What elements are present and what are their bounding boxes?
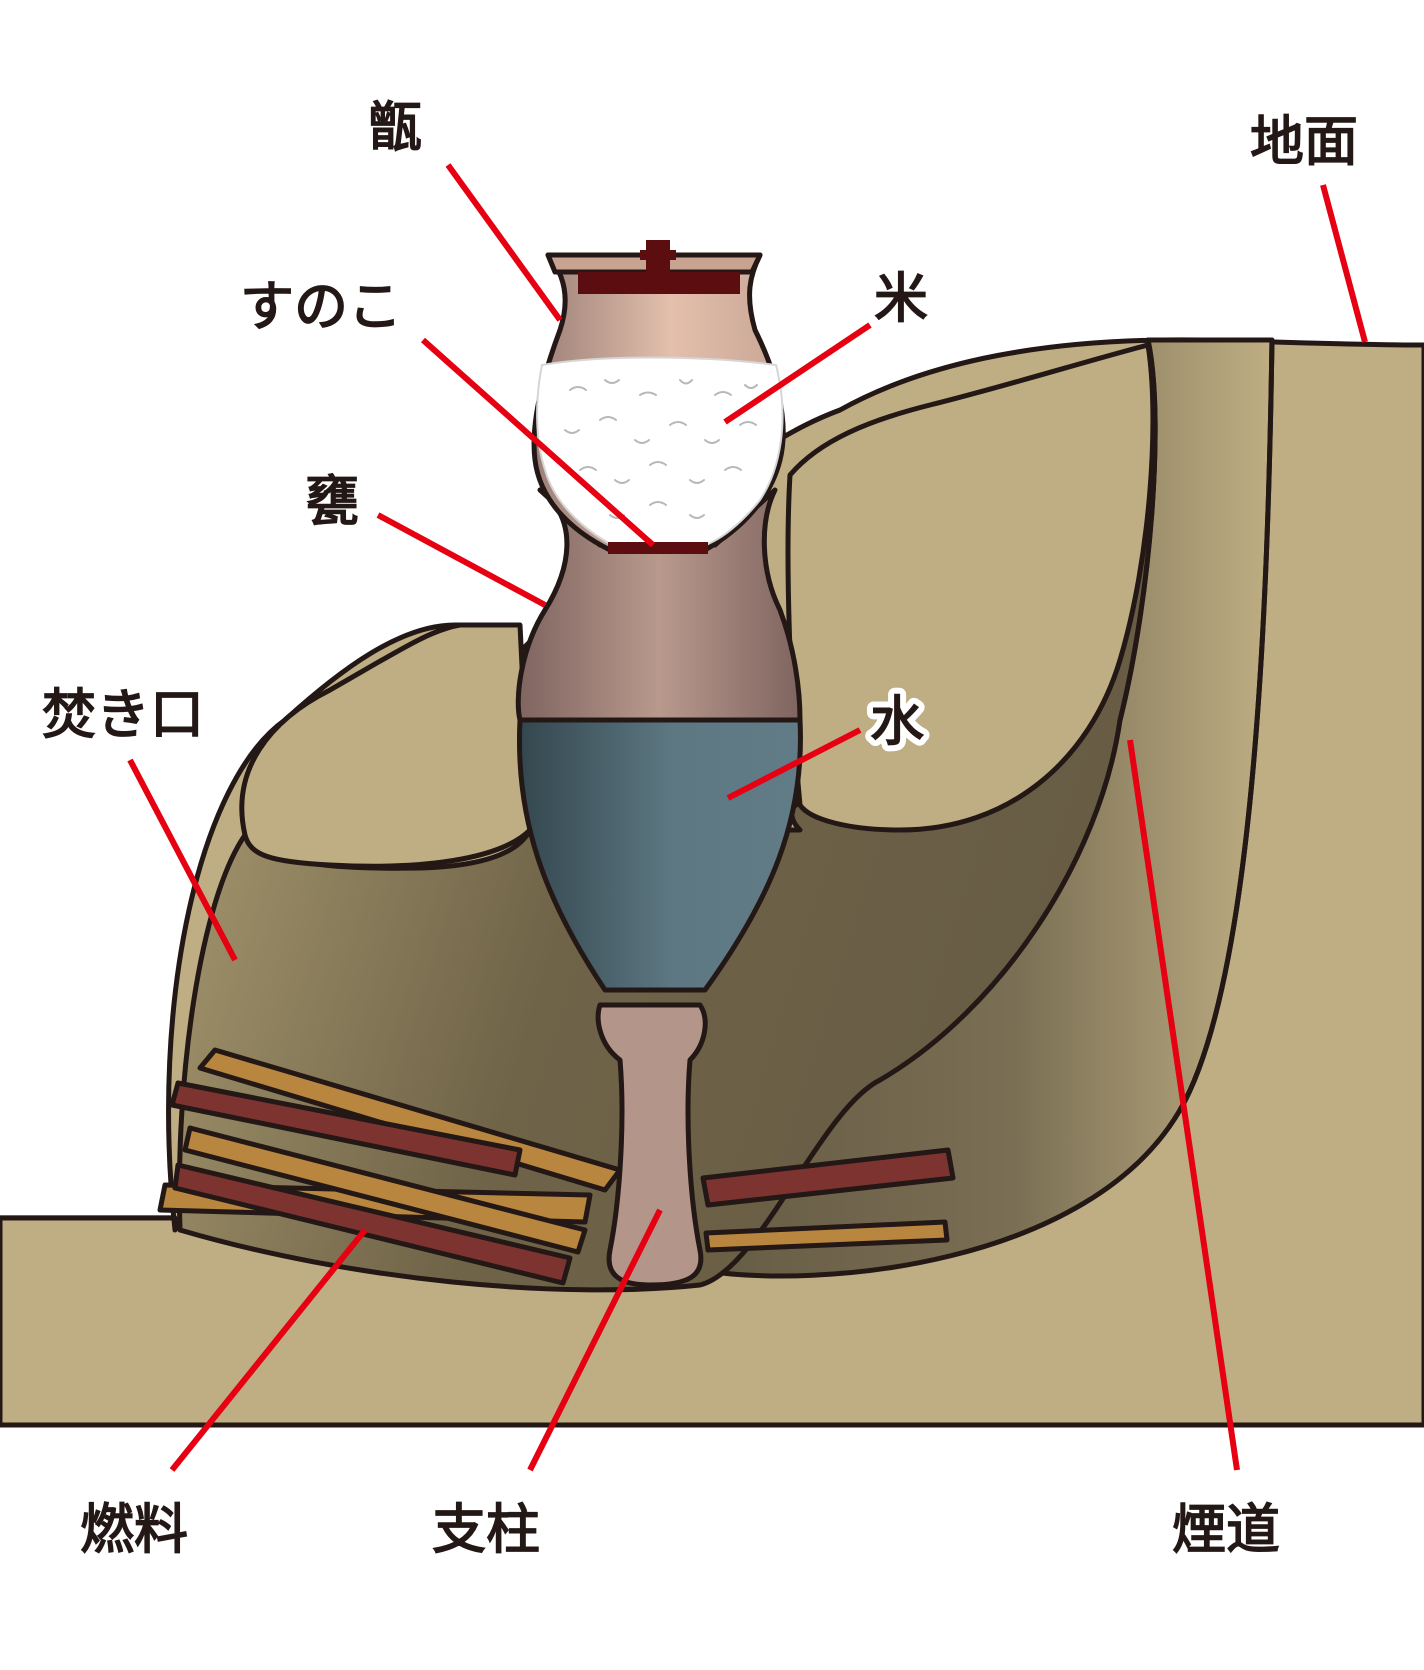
label-flue: 煙道 xyxy=(1172,1498,1280,1561)
leader-flue xyxy=(1127,739,1240,1471)
leader-lines xyxy=(127,163,1368,1472)
koshiki-lid-bar xyxy=(640,250,676,260)
firewood-left xyxy=(157,1047,623,1286)
firebox-cavity xyxy=(176,337,1158,1293)
soil-knob-left xyxy=(239,622,533,869)
leader-rice xyxy=(723,322,872,425)
label-ground: 地面 xyxy=(1250,110,1358,173)
label-sunoko: すのこ xyxy=(240,275,402,338)
label-water: 水 xyxy=(870,690,925,753)
leader-firebox xyxy=(127,758,238,962)
firewood-right xyxy=(700,1147,956,1253)
label-koshiki: 甑 xyxy=(368,96,422,159)
rice-grains xyxy=(564,379,758,519)
leader-support xyxy=(527,1208,663,1472)
kame-water xyxy=(516,717,803,993)
label-kame: 甕 xyxy=(305,470,359,533)
leader-kame xyxy=(376,512,547,608)
label-fuel: 燃料 xyxy=(80,1498,188,1561)
leader-fuel xyxy=(169,1228,368,1472)
sunoko-slat xyxy=(608,542,708,554)
leader-koshiki xyxy=(445,163,563,322)
leader-sunoko xyxy=(421,337,655,548)
leader-ground xyxy=(1320,184,1368,343)
leader-water xyxy=(726,727,862,801)
flue-inner-line xyxy=(1177,339,1275,1112)
label-support: 支柱 xyxy=(432,1498,540,1561)
label-rice: 米 xyxy=(874,267,928,330)
label-firebox: 焚き口 xyxy=(42,683,204,746)
koshiki-lid xyxy=(578,272,740,294)
support-pillar xyxy=(595,1002,708,1288)
